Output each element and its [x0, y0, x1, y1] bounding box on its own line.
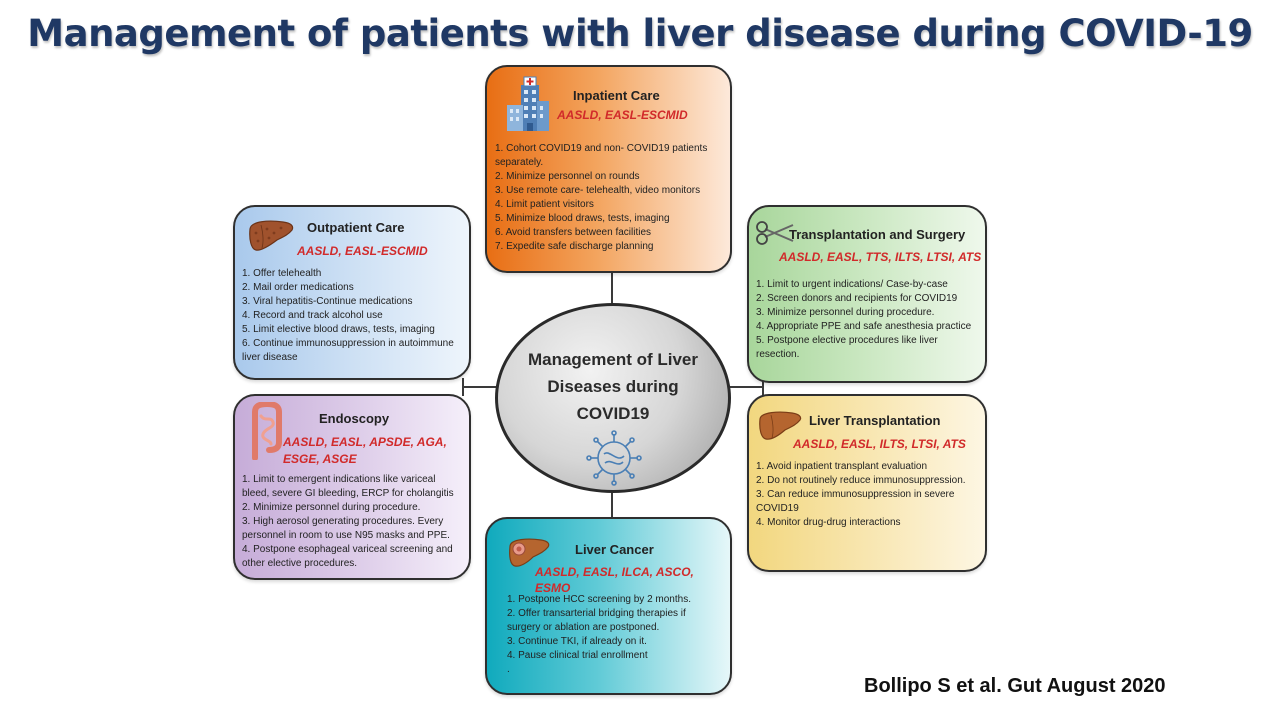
transplantation-surgery-list: 1. Limit to urgent indications/ Case-by-… [756, 278, 985, 362]
transplantation-surgery-box: Transplantation and Surgery AASLD, EASL,… [747, 205, 987, 383]
list-item: 6. Continue immunosuppression in autoimm… [242, 338, 454, 349]
list-item: 1. Cohort COVID19 and non- COVID19 patie… [495, 143, 708, 154]
list-item: resection. [756, 349, 800, 360]
list-item: 4. Monitor drug-drug interactions [756, 517, 901, 528]
endoscopy-orgs-line1: AASLD, EASL, APSDE, AGA, [283, 435, 447, 449]
list-item: 4. Record and track alcohol use [242, 310, 383, 321]
connector-bottom [611, 490, 613, 518]
connector-right-cap [762, 378, 764, 396]
list-item: 2. Minimize personnel on rounds [495, 171, 640, 182]
intestine-icon [252, 402, 282, 460]
transplantation-surgery-title: Transplantation and Surgery [789, 227, 966, 242]
list-item: 3. Viral hepatitis-Continue medications [242, 296, 413, 307]
outpatient-care-title: Outpatient Care [307, 220, 405, 235]
connector-left [463, 386, 497, 388]
scissors-icon [756, 221, 794, 245]
list-item: 4. Postpone esophageal variceal screenin… [242, 544, 453, 555]
center-line-1: Management of Liver [527, 350, 699, 369]
list-item: 6. Avoid transfers between facilities [495, 227, 652, 238]
list-item: 1. Avoid inpatient transplant evaluation [756, 461, 928, 472]
center-line-2: Diseases during [547, 377, 679, 396]
center-line-3: COVID19 [576, 404, 650, 423]
list-item: other elective procedures. [242, 558, 358, 569]
outpatient-care-orgs: AASLD, EASL-ESCMID [297, 244, 428, 258]
connector-top [611, 273, 613, 307]
liver-cancer-title: Liver Cancer [575, 542, 654, 557]
liver-transplantation-list: 1. Avoid inpatient transplant evaluation… [756, 460, 985, 530]
endoscopy-box: Endoscopy AASLD, EASL, APSDE, AGA, ESGE,… [233, 394, 471, 580]
center-topic-circle: Management of Liver Diseases during COVI… [495, 303, 731, 493]
citation: Bollipo S et al. Gut August 2020 [864, 675, 1166, 697]
virus-icon [586, 430, 642, 486]
connector-left-cap [462, 378, 464, 396]
inpatient-care-list: 1. Cohort COVID19 and non- COVID19 patie… [495, 142, 729, 254]
list-item: bleed, severe GI bleeding, ERCP for chol… [242, 488, 454, 499]
endoscopy-list: 1. Limit to emergent indications like va… [242, 473, 469, 571]
list-item: 1. Limit to emergent indications like va… [242, 474, 436, 485]
list-item: 4. Appropriate PPE and safe anesthesia p… [756, 321, 972, 332]
list-item: 4. Pause clinical trial enrollment [507, 650, 648, 661]
list-item: 3. High aerosol generating procedures. E… [242, 516, 444, 527]
page-title: Management of patients with liver diseas… [27, 12, 1253, 55]
liver-icon [249, 220, 294, 251]
liver-transplantation-title: Liver Transplantation [809, 413, 941, 428]
list-item: 1. Offer telehealth [242, 268, 322, 279]
list-item: personnel in room to use N95 masks and P… [242, 530, 450, 541]
list-item: 2. Do not routinely reduce immunosuppres… [756, 475, 966, 486]
connector-right [730, 386, 764, 388]
outpatient-care-list: 1. Offer telehealth 2. Mail order medica… [242, 267, 469, 365]
liver-transplantation-orgs: AASLD, EASL, ILTS, LTSI, ATS [793, 437, 966, 451]
center-topic-text: Management of Liver Diseases during COVI… [498, 346, 728, 427]
liver-cancer-list: 1. Postpone HCC screening by 2 months. 2… [507, 593, 729, 677]
list-item: 1. Postpone HCC screening by 2 months. [507, 594, 691, 605]
liver-cancer-box: Liver Cancer AASLD, EASL, ILCA, ASCO, ES… [485, 517, 732, 695]
list-item: 5. Limit elective blood draws, tests, im… [242, 324, 435, 335]
endoscopy-orgs-line2: ESGE, ASGE [283, 452, 357, 466]
inpatient-care-orgs: AASLD, EASL-ESCMID [557, 108, 688, 122]
list-item: separately. [495, 157, 544, 168]
list-item: 4. Limit patient visitors [495, 199, 594, 210]
list-item: liver disease [242, 352, 298, 363]
list-item: 1. Limit to urgent indications/ Case-by-… [756, 279, 948, 290]
liver-tumor-icon [509, 538, 550, 567]
list-item: COVID19 [756, 503, 799, 514]
liver-cancer-orgs: AASLD, EASL, ILCA, ASCO, ESMO [535, 565, 694, 595]
transplantation-surgery-orgs: AASLD, EASL, TTS, ILTS, LTSI, ATS [779, 250, 982, 264]
list-item: 2. Screen donors and recipients for COVI… [756, 293, 958, 304]
hospital-icon [507, 76, 549, 131]
liver-transplantation-box: Liver Transplantation AASLD, EASL, ILTS,… [747, 394, 987, 572]
list-item: 3. Continue TKI, if already on it. [507, 636, 647, 647]
list-item: 2. Mail order medications [242, 282, 354, 293]
endoscopy-title: Endoscopy [319, 411, 390, 426]
list-item: 2. Offer transarterial bridging therapie… [507, 608, 686, 619]
list-item: 2. Minimize personnel during procedure. [242, 502, 421, 513]
list-item: 3. Use remote care- telehealth, video mo… [495, 185, 701, 196]
list-item: 5. Minimize blood draws, tests, imaging [495, 213, 670, 224]
list-item: 5. Postpone elective procedures like liv… [756, 335, 938, 346]
inpatient-care-box: Inpatient Care AASLD, EASL-ESCMID 1. Coh… [485, 65, 732, 273]
list-item: surgery or ablation are postponed. [507, 622, 660, 633]
outpatient-care-box: Outpatient Care AASLD, EASL-ESCMID 1. Of… [233, 205, 471, 380]
list-item: . [507, 664, 510, 675]
list-item: 3. Minimize personnel during procedure. [756, 307, 935, 318]
liver-icon [759, 411, 802, 440]
list-item: 7. Expedite safe discharge planning [495, 241, 654, 252]
list-item: 3. Can reduce immunosuppression in sever… [756, 489, 955, 500]
inpatient-care-title: Inpatient Care [573, 88, 660, 103]
